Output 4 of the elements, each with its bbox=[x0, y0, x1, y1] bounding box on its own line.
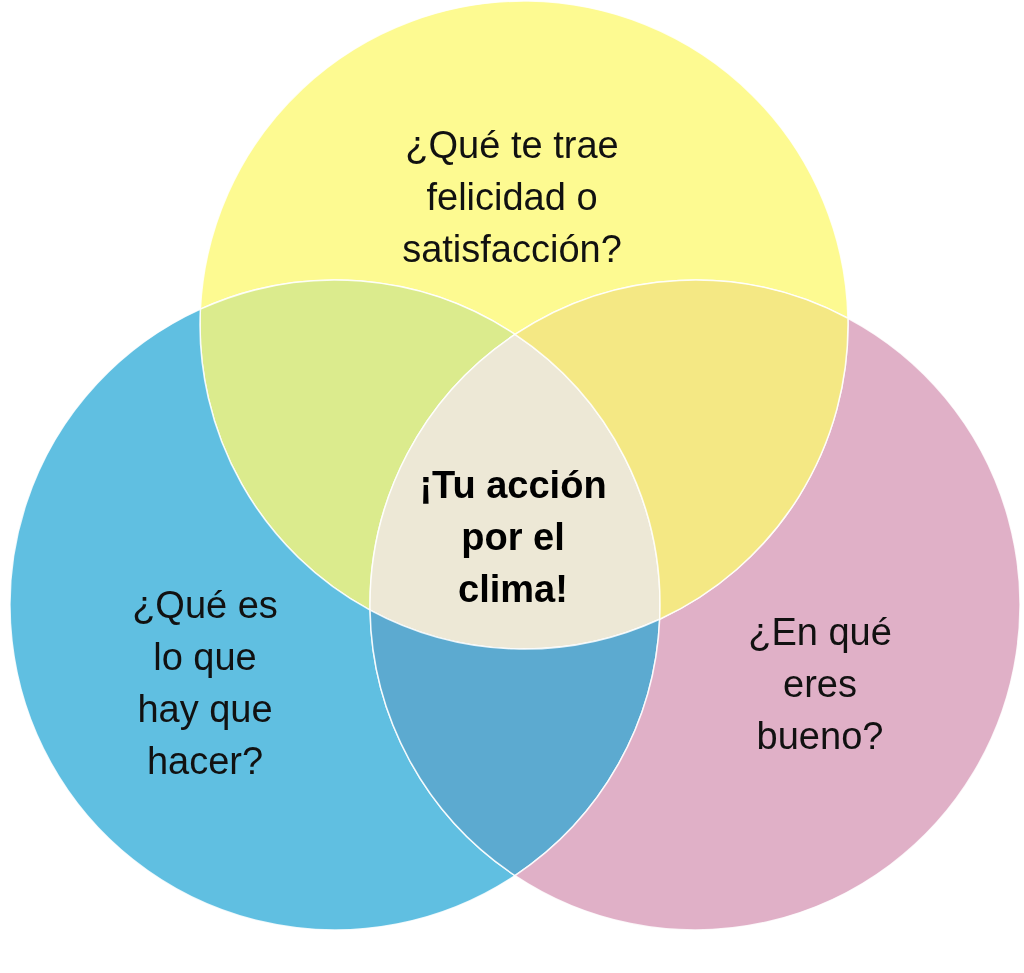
center-text: ¡Tu acción por el clima! bbox=[418, 463, 608, 612]
question-text: ¿En qué eres bueno? bbox=[747, 610, 893, 759]
question-text: ¿Qué es lo que hay que hacer? bbox=[131, 583, 279, 784]
question-text: ¿Qué te trae felicidad o satisfacción? bbox=[401, 123, 623, 272]
